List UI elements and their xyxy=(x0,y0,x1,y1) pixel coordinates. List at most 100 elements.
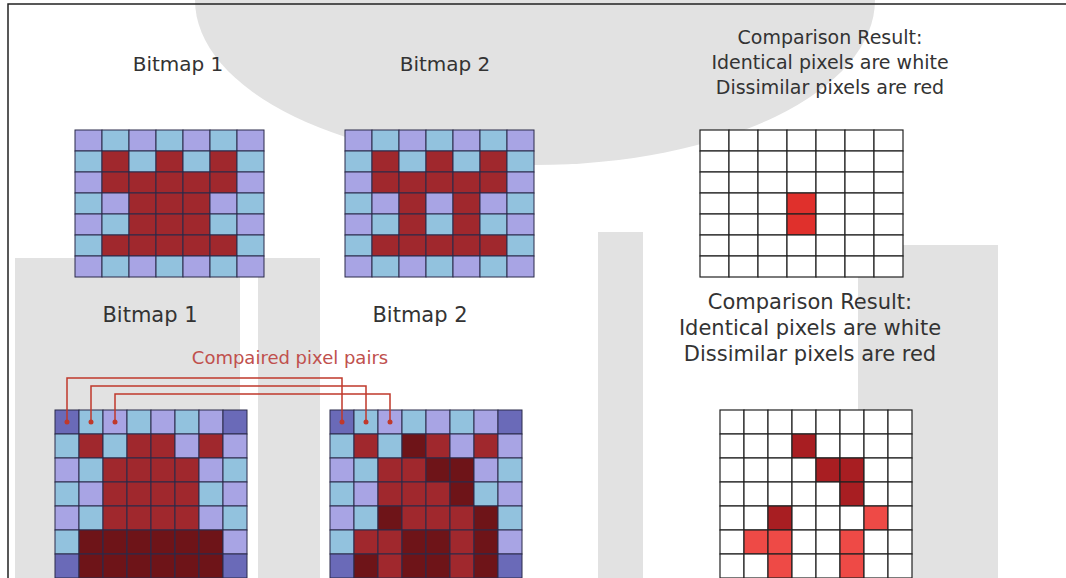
result-pixel xyxy=(758,256,787,277)
result-pixel xyxy=(792,554,816,578)
result-pixel xyxy=(700,193,729,214)
pixel xyxy=(223,458,247,482)
pixel xyxy=(354,458,378,482)
result-pixel xyxy=(888,458,912,482)
pixel xyxy=(102,193,129,214)
pixel xyxy=(183,130,210,151)
pixel xyxy=(79,530,103,554)
pixel xyxy=(480,256,507,277)
result-pixel xyxy=(768,482,792,506)
result-pixel xyxy=(792,482,816,506)
pixel xyxy=(372,214,399,235)
result-pixel xyxy=(768,410,792,434)
pixel xyxy=(102,172,129,193)
result-pixel xyxy=(700,235,729,256)
pixel xyxy=(223,530,247,554)
result-pixel xyxy=(888,506,912,530)
result-pixel xyxy=(816,482,840,506)
pixel xyxy=(156,214,183,235)
pixel xyxy=(426,214,453,235)
pixel xyxy=(199,530,223,554)
result-pixel xyxy=(792,434,816,458)
pair-line xyxy=(67,378,342,422)
result-heading: Comparison Result: xyxy=(738,26,923,49)
pixel xyxy=(378,506,402,530)
pixel xyxy=(237,256,264,277)
pixel xyxy=(183,151,210,172)
pixel xyxy=(102,130,129,151)
pixel xyxy=(378,554,402,578)
result-note: Identical pixels are white xyxy=(711,51,948,74)
pixel xyxy=(453,172,480,193)
pixel xyxy=(345,130,372,151)
pixel xyxy=(354,506,378,530)
result-pixel xyxy=(874,172,903,193)
pixel xyxy=(399,235,426,256)
pixel xyxy=(127,554,151,578)
result-pixel xyxy=(768,554,792,578)
pixel xyxy=(345,235,372,256)
pixel xyxy=(156,172,183,193)
result-note: Identical pixels are white xyxy=(679,316,941,341)
pixel xyxy=(199,554,223,578)
pixel xyxy=(223,554,247,578)
result-pixel xyxy=(816,130,845,151)
result-pixel xyxy=(864,434,888,458)
pixel xyxy=(103,458,127,482)
pixel xyxy=(129,151,156,172)
pixel xyxy=(237,214,264,235)
result-pixel xyxy=(729,151,758,172)
result-pixel xyxy=(720,458,744,482)
pixel xyxy=(151,506,175,530)
result-pixel xyxy=(787,172,816,193)
bitmap-caption: Bitmap 1 xyxy=(133,52,224,76)
pixel xyxy=(183,235,210,256)
result-pixel xyxy=(758,172,787,193)
result-pixel xyxy=(758,214,787,235)
result-pixel xyxy=(744,554,768,578)
pixel xyxy=(223,506,247,530)
result-pixel xyxy=(729,256,758,277)
result-pixel xyxy=(888,554,912,578)
pixel xyxy=(372,130,399,151)
result-heading: Comparison Result: xyxy=(708,290,912,315)
pixel xyxy=(103,434,127,458)
pixel xyxy=(156,193,183,214)
result-pixel xyxy=(744,458,768,482)
pixel xyxy=(129,235,156,256)
pixel xyxy=(402,554,426,578)
pixel xyxy=(79,506,103,530)
bitmap-caption: Bitmap 2 xyxy=(400,52,491,76)
pixel xyxy=(426,506,450,530)
pixel xyxy=(223,410,247,434)
result-pixel xyxy=(720,506,744,530)
pixel xyxy=(79,554,103,578)
pixel xyxy=(75,172,102,193)
pixel xyxy=(453,214,480,235)
pixel xyxy=(183,193,210,214)
pair-dot xyxy=(364,420,369,425)
pair-caption: Compaired pixel pairs xyxy=(192,347,388,369)
pixel xyxy=(175,506,199,530)
pixel xyxy=(474,506,498,530)
result-pixel xyxy=(840,434,864,458)
pair-dot xyxy=(340,420,345,425)
pixel xyxy=(453,256,480,277)
pixel xyxy=(498,410,522,434)
result-pixel xyxy=(700,151,729,172)
pixel xyxy=(55,458,79,482)
pixel xyxy=(55,482,79,506)
result-pixel xyxy=(787,193,816,214)
result-pixel xyxy=(840,458,864,482)
result-pixel xyxy=(729,214,758,235)
pixel xyxy=(330,458,354,482)
result-pixel xyxy=(768,458,792,482)
pixel xyxy=(55,506,79,530)
pixel xyxy=(372,151,399,172)
result-pixel xyxy=(792,458,816,482)
pixel xyxy=(450,458,474,482)
pixel xyxy=(127,506,151,530)
result-pixel xyxy=(888,530,912,554)
pixel xyxy=(103,482,127,506)
pair-dot xyxy=(388,420,393,425)
